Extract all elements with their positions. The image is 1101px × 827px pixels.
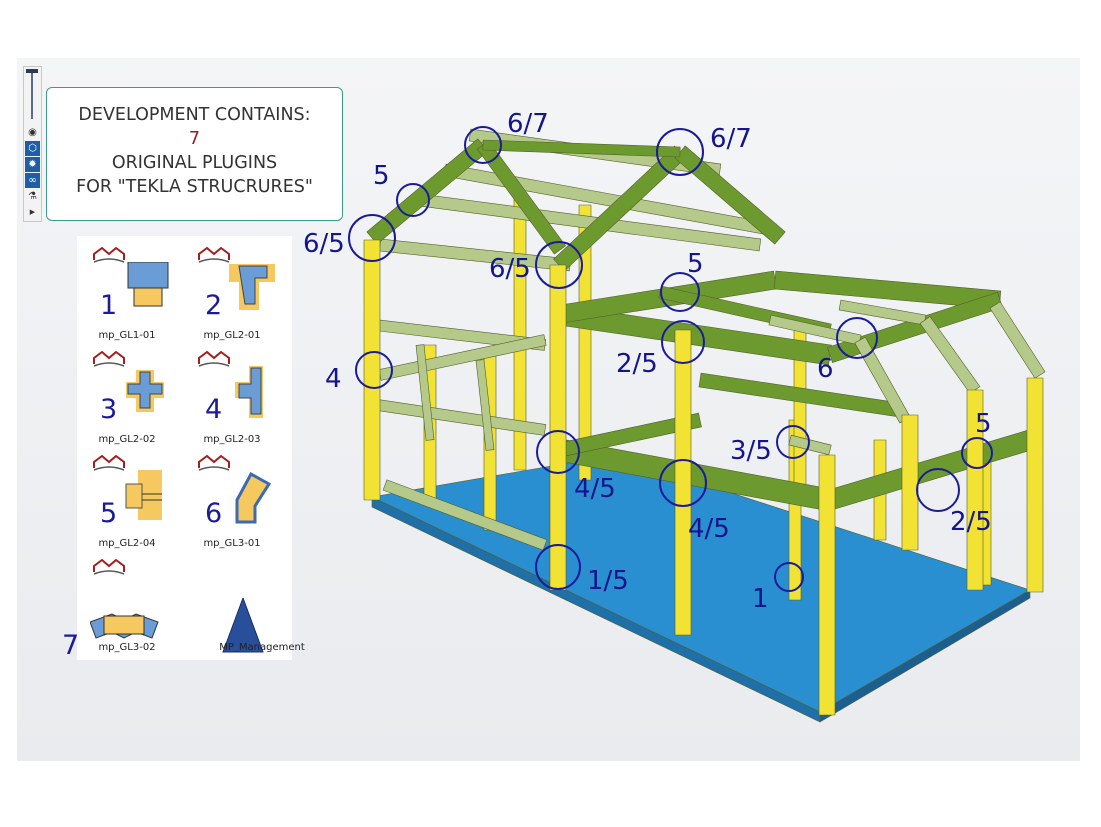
plugin-name: mp_GL3-01	[203, 538, 261, 549]
plugin-name: mp_GL1-01	[98, 330, 156, 341]
connection-marker-circle	[535, 544, 581, 590]
connection-label: 2/5	[950, 507, 992, 537]
plugin-thumbnail-icon	[127, 262, 169, 307]
play-icon[interactable]: ▶	[29, 208, 36, 216]
plugin-number: 3	[100, 394, 118, 425]
plugin-mp-gl2-04[interactable]: 5 mp_GL2-04	[82, 448, 182, 552]
house-logo-icon	[93, 246, 125, 263]
house-logo-icon	[93, 558, 125, 575]
beam	[773, 270, 1002, 310]
connection-label: 5	[975, 409, 992, 439]
connection-label: 1/5	[587, 566, 629, 596]
connection-marker-circle	[836, 317, 878, 359]
cube-icon[interactable]: ⬡	[25, 141, 40, 156]
connection-label: 5	[373, 161, 390, 191]
plugin-mp-gl1-01[interactable]: 1 mp_GL1-01	[82, 240, 182, 344]
connection-label: 6	[817, 354, 834, 384]
plugin-thumbnail-icon	[235, 471, 272, 524]
plugin-number: 7	[62, 630, 80, 661]
plugin-mp-management[interactable]: MP_Management	[187, 552, 305, 656]
plugin-number: 5	[100, 498, 118, 529]
connection-label: 1	[752, 584, 769, 614]
eye-icon[interactable]: ◉	[28, 127, 37, 138]
toolbar-handle-icon[interactable]	[26, 69, 38, 121]
link-icon[interactable]: ∞	[25, 173, 40, 188]
info-box: DEVELOPMENT CONTAINS: 7 ORIGINAL PLUGINS…	[46, 87, 343, 221]
house-logo-icon	[93, 454, 125, 471]
house-logo-icon	[198, 246, 230, 263]
connection-marker-circle	[396, 183, 430, 217]
connection-marker-circle	[660, 272, 700, 312]
connection-marker-circle	[535, 241, 583, 289]
house-logo-icon	[198, 454, 230, 471]
plugin-mp-gl2-03[interactable]: 4 mp_GL2-03	[187, 344, 287, 448]
girt	[382, 479, 548, 551]
plugin-number: 2	[205, 290, 223, 321]
floor-edge	[819, 589, 1031, 723]
plugin-name: mp_GL2-03	[203, 434, 261, 445]
stud	[475, 359, 495, 451]
connection-marker-circle	[536, 430, 580, 474]
post	[1026, 377, 1044, 593]
info-line-3: FOR "TEKLA STRUCRURES"	[76, 177, 313, 197]
side-toolbar: ◉ ⬡ ✹ ∞ ⚗ ▶	[23, 66, 42, 222]
connection-marker-circle	[916, 468, 960, 512]
plugin-name: MP_Management	[219, 642, 305, 653]
connection-marker-circle	[348, 214, 396, 262]
info-line-2: ORIGINAL PLUGINS	[111, 153, 278, 173]
plugin-number: 6	[205, 498, 223, 529]
plugin-number: 1	[100, 290, 118, 321]
connection-label: 3/5	[730, 436, 772, 466]
plugin-palette: 1 mp_GL1-01 2 mp_GL2-01 3 mp_GL2-02 4 mp_GL2-03…	[62, 236, 305, 661]
plugin-name: mp_GL2-01	[203, 330, 261, 341]
plugin-name: mp_GL2-04	[98, 538, 156, 549]
connection-label: 4	[325, 364, 342, 394]
connection-marker-circle	[656, 128, 704, 176]
connection-label: 6/5	[303, 229, 345, 259]
connection-marker-circle	[961, 437, 993, 469]
stud	[415, 344, 435, 441]
plugin-name: mp_GL3-02	[98, 642, 156, 653]
connection-marker-circle	[659, 459, 707, 507]
plugin-count: 7	[188, 129, 201, 149]
connection-label: 4/5	[688, 514, 730, 544]
connection-label: 4/5	[574, 474, 616, 504]
plugin-number: 4	[205, 394, 223, 425]
rafter	[989, 301, 1046, 379]
post	[818, 454, 836, 716]
connection-label: 2/5	[616, 349, 658, 379]
rafter	[838, 299, 927, 326]
post	[549, 264, 567, 591]
plugin-thumbnail-icon	[125, 470, 162, 520]
connection-marker-circle	[774, 562, 804, 592]
connection-label: 6/7	[710, 124, 752, 154]
plugin-thumbnail-icon	[235, 366, 263, 418]
plugin-mp-gl3-01[interactable]: 6 mp_GL3-01	[187, 448, 287, 552]
connection-marker-circle	[464, 126, 502, 164]
plugin-mp-gl2-02[interactable]: 3 mp_GL2-02	[82, 344, 182, 448]
plugin-thumbnail-icon	[126, 370, 164, 412]
house-logo-icon	[93, 350, 125, 367]
gear-icon[interactable]: ✹	[25, 157, 40, 172]
connection-marker-circle	[776, 425, 810, 459]
plugin-name: mp_GL2-02	[98, 434, 156, 445]
plugin-thumbnail-icon	[222, 598, 264, 653]
wizard-icon[interactable]: ⚗	[28, 191, 37, 202]
rafter	[919, 316, 981, 394]
connection-marker-circle	[661, 320, 705, 364]
3d-timber-frame-model	[363, 128, 1046, 723]
connection-label: 6/7	[507, 109, 549, 139]
plugin-mp-gl2-01[interactable]: 2 mp_GL2-01	[187, 240, 287, 344]
post	[901, 414, 919, 551]
plugin-thumbnail-icon	[229, 264, 275, 310]
post	[578, 204, 592, 481]
info-line-1: DEVELOPMENT CONTAINS:	[78, 105, 311, 125]
connection-label: 5	[687, 249, 704, 279]
plugin-mp-gl3-02[interactable]: 7 mp_GL3-02	[62, 552, 182, 661]
connection-marker-circle	[355, 351, 393, 389]
house-logo-icon	[198, 350, 230, 367]
plugin-thumbnail-icon	[90, 613, 159, 639]
connection-label: 6/5	[489, 254, 531, 284]
